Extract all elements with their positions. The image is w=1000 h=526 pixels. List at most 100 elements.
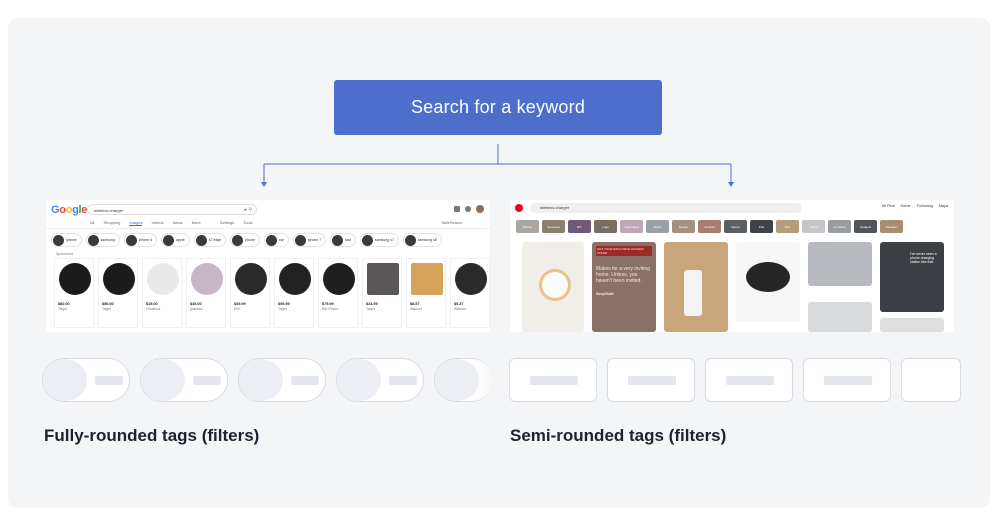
tag-thumbnail (332, 234, 344, 246)
product-store: Overstock (146, 307, 161, 311)
product-image (367, 263, 399, 295)
nav-home: Home (900, 204, 911, 208)
google-screenshot: Google wireless charger ● ⚲ All Shopping… (46, 200, 490, 332)
nav-more: More (191, 220, 201, 225)
pin-promo: GET YOUR EXCLUSIVE HOLIDAY OFFER Makes f… (592, 242, 656, 332)
product-price: $39.99 (234, 302, 246, 306)
tag-label-placeholder (824, 376, 872, 385)
google-filter-tag: fast (330, 233, 356, 247)
pinterest-category-tag: Box (776, 220, 799, 233)
avatar (476, 205, 484, 213)
google-filter-tag: phone (230, 233, 260, 247)
tag-thumbnail (125, 234, 137, 246)
product-image (103, 263, 135, 295)
google-filter-tag: iphone 7 (292, 233, 327, 247)
label-semi-rounded: Semi-rounded tags (filters) (510, 426, 727, 445)
nav-videos: Videos (151, 220, 164, 225)
pinterest-category-tag: Furniture (828, 220, 851, 233)
pinterest-category-tag: Gadgets (854, 220, 877, 233)
product-store: Target (58, 307, 67, 311)
semi-tag-3 (705, 358, 793, 402)
product-image (411, 263, 443, 295)
google-filter-tag: car (263, 233, 289, 247)
pin-image (808, 242, 872, 286)
product-price: $8.57 (410, 302, 420, 306)
pinterest-category-tag: Android (698, 220, 721, 233)
pinterest-topbar: All Pins Home Following Maya (882, 204, 948, 208)
product-store: B&H Photo (322, 307, 338, 311)
product-price: $45.00 (190, 302, 202, 306)
product-store: Target (366, 307, 375, 311)
pinterest-category-tag: Nightstand (620, 220, 643, 233)
nav-images: Images (129, 220, 143, 226)
tag-thumbnail (195, 234, 207, 246)
product-image (59, 263, 91, 295)
fade-overlay (468, 353, 498, 413)
sponsored-label: Sponsored (56, 252, 73, 256)
pinterest-category-tag: Pad (750, 220, 773, 233)
pin-quote: I've never seen a phone charging station… (880, 242, 944, 312)
nav-profile: Maya (938, 204, 948, 208)
label-fully-rounded: Fully-rounded tags (filters) (44, 426, 260, 445)
product-price: $24.99 (366, 302, 378, 306)
semi-tag-5 (901, 358, 961, 402)
product-price: $59.99 (278, 302, 290, 306)
google-filter-tag: iphone 6 (123, 233, 158, 247)
round-tag-4 (336, 358, 424, 402)
nav-all: All (90, 220, 95, 225)
product-store: guardian (190, 307, 203, 311)
tag-icon-placeholder (43, 359, 87, 401)
tag-thumbnail (232, 234, 244, 246)
pinterest-category-tag: Apple (646, 220, 669, 233)
product-image (235, 263, 267, 295)
product-image (323, 263, 355, 295)
tag-thumbnail (163, 234, 175, 246)
pinterest-category-tag: Speaker (880, 220, 903, 233)
google-filter-tag: samsung s8 (402, 233, 442, 247)
arrowhead-right (728, 182, 734, 187)
product-price: $15.00 (146, 302, 158, 306)
diagram-panel: Search for a keyword Google wireless cha… (8, 18, 990, 508)
tag-icon-placeholder (141, 359, 185, 401)
tag-label-placeholder (389, 376, 417, 385)
tag-thumbnail (294, 234, 306, 246)
google-logo: Google (51, 204, 88, 216)
google-filter-tag: iphone (51, 233, 82, 247)
product-price: $5.37 (454, 302, 464, 306)
round-tag-3 (238, 358, 326, 402)
semi-tag-1 (509, 358, 597, 402)
google-topbar-icons (454, 205, 484, 213)
gear-icon (465, 206, 471, 212)
pinterest-category-tag: iPhone (516, 220, 539, 233)
google-nav: All Shopping Images Videos News More Set… (90, 220, 463, 226)
product-store: Walmart (454, 307, 466, 311)
search-keyword-box: Search for a keyword (334, 80, 662, 135)
tag-thumbnail (265, 234, 277, 246)
pinterest-category-tag: Station (724, 220, 747, 233)
nav-shopping: Shopping (103, 220, 121, 225)
semi-tag-2 (607, 358, 695, 402)
product-price: $80.00 (58, 302, 70, 306)
tag-thumbnail (53, 234, 64, 246)
google-filter-tag: apple (161, 233, 190, 247)
pinterest-category-tag: Samsung (542, 220, 565, 233)
tag-label-placeholder (193, 376, 221, 385)
fade-overlay (958, 353, 990, 413)
tag-thumbnail (361, 234, 373, 246)
google-search-input: wireless charger ● ⚲ (87, 204, 257, 215)
product-price: $79.99 (322, 302, 334, 306)
tag-label-placeholder (726, 376, 774, 385)
product-image (279, 263, 311, 295)
pinterest-search-input: wireless charger (530, 203, 802, 213)
apps-icon (454, 206, 460, 212)
divider (46, 228, 490, 229)
pin-image (880, 318, 944, 332)
google-filter-tag: samsung (85, 233, 120, 247)
